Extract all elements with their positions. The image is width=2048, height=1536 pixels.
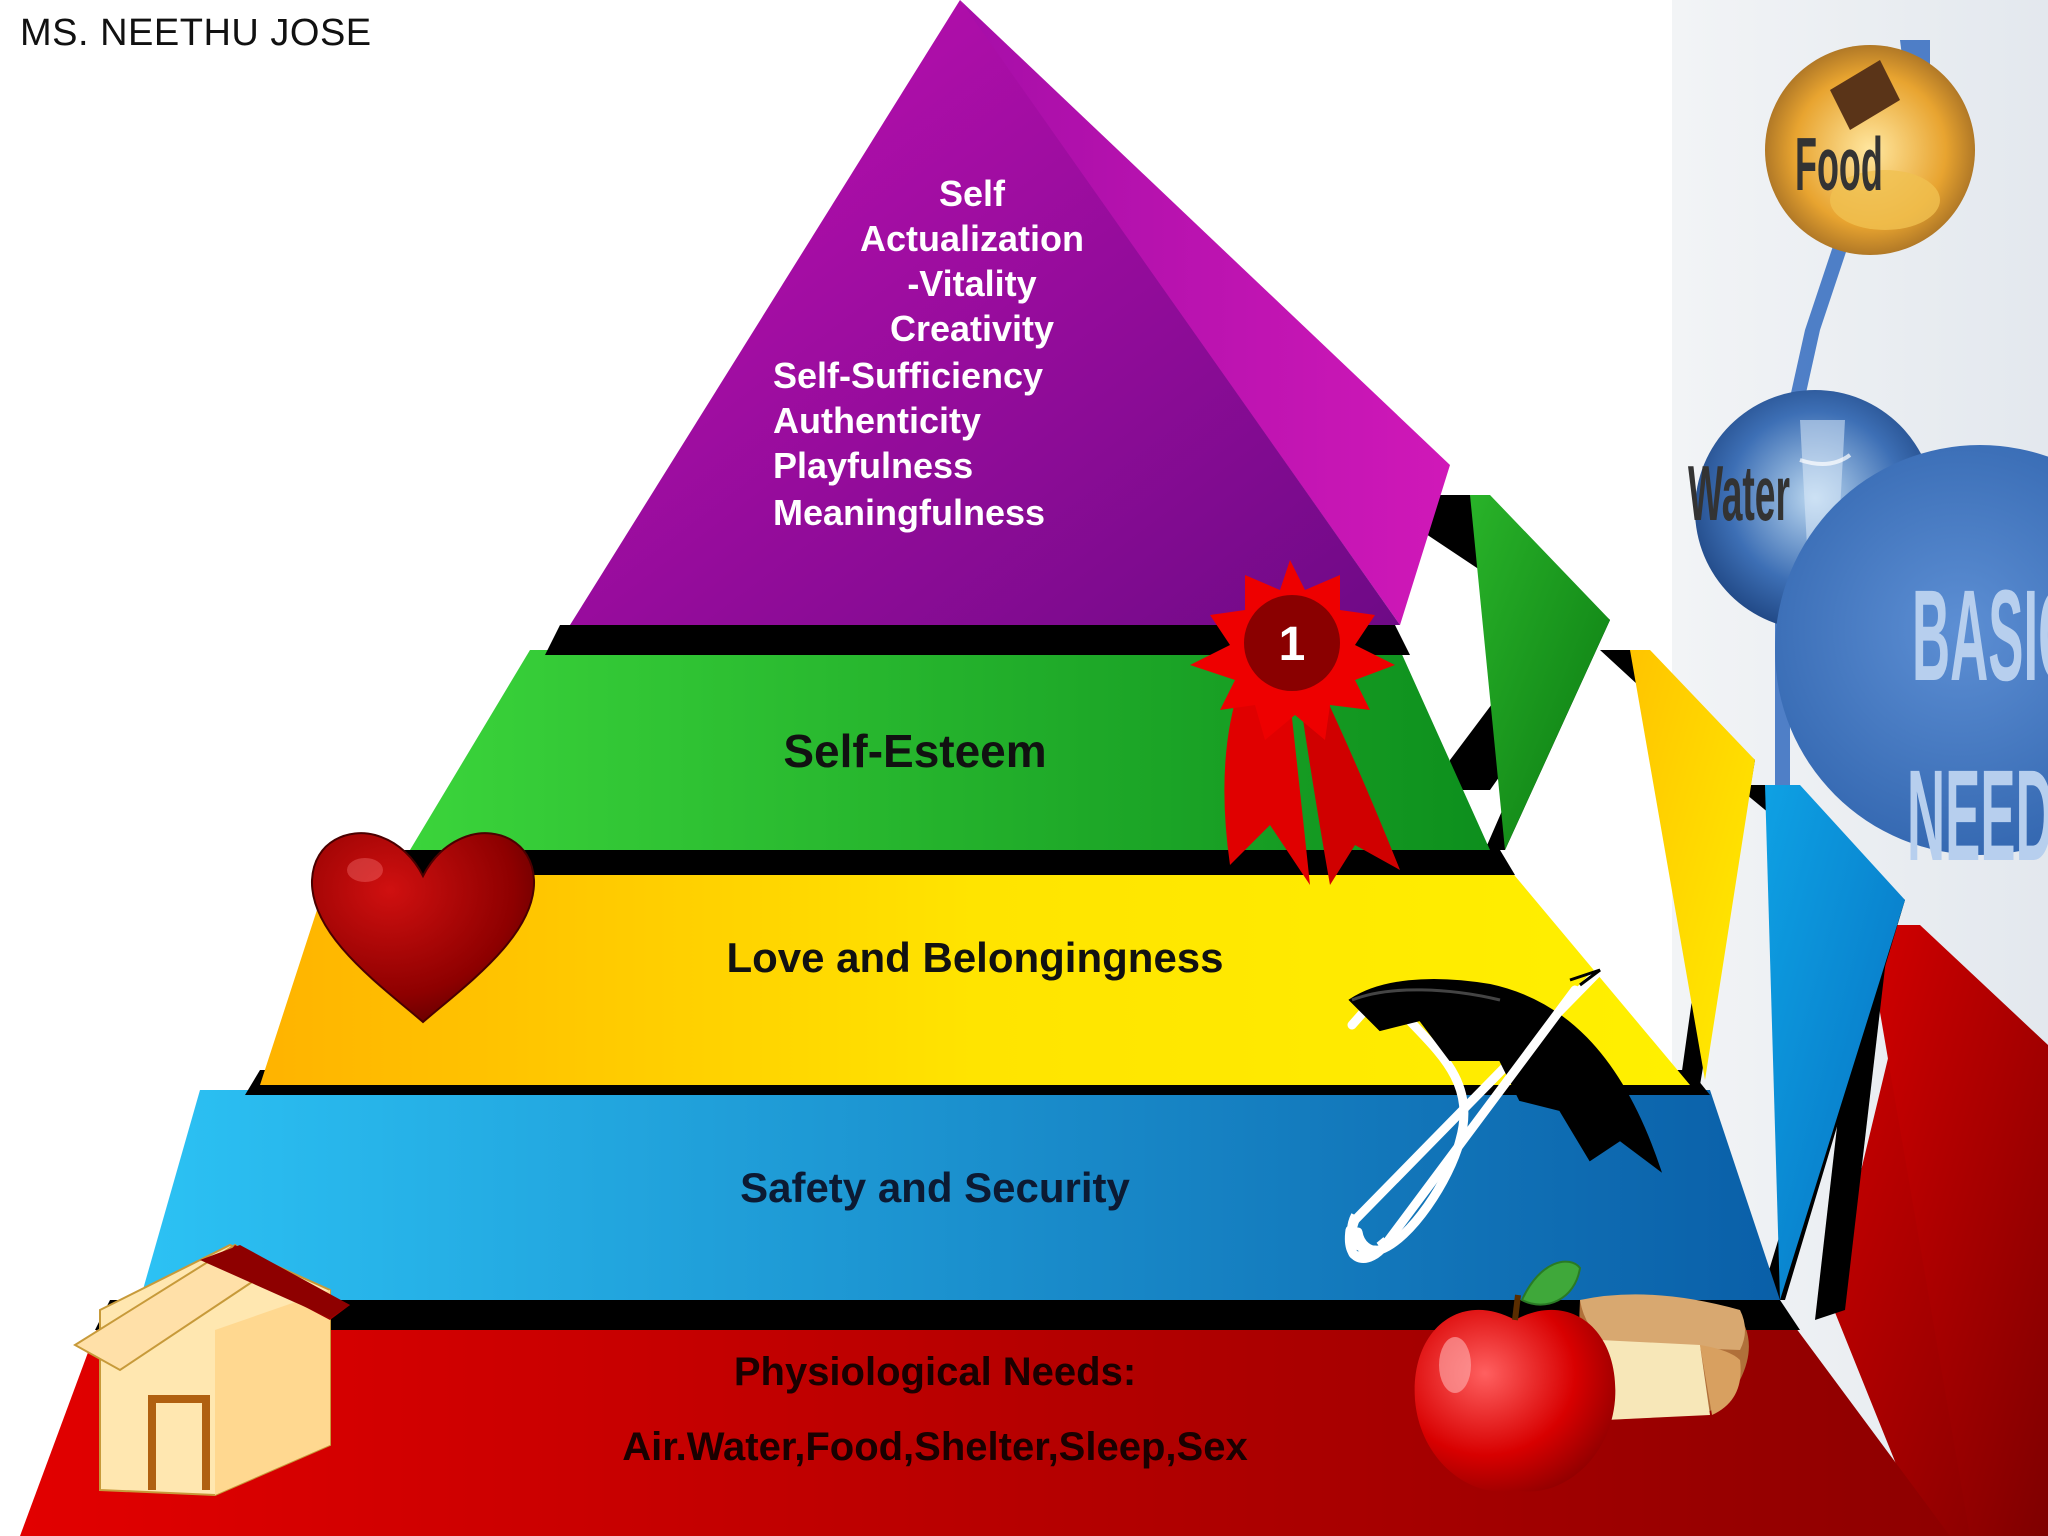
self-actualization-line-7: Playfulness <box>773 445 973 486</box>
basic-needs-line-2: NEEDS <box>1907 742 2048 887</box>
badge-number: 1 <box>1279 618 1306 671</box>
self-actualization-line-6: Authenticity <box>773 400 981 441</box>
self-actualization-line-8: Meaningfulness <box>773 492 1045 533</box>
basic-needs-panel: Food Water BASIC NEEDS <box>1672 0 2048 1536</box>
umbrella-handle <box>1344 985 1580 1263</box>
food-bowl-icon <box>1765 45 1975 255</box>
pyramid: Physiological Needs: Air.Water,Food,Shel… <box>20 0 2048 1536</box>
food-label: Food <box>1795 122 1883 206</box>
self-actualization-line-2: Actualization <box>860 218 1084 259</box>
author-name: MS. NEETHU JOSE <box>20 12 372 54</box>
physiological-items: Air.Water,Food,Shelter,Sleep,Sex <box>622 1425 1247 1469</box>
self-actualization-line-4: Creativity <box>890 308 1054 349</box>
heart-icon <box>310 832 536 1024</box>
basic-needs-circle: BASIC NEEDS <box>1775 445 2048 888</box>
pyramid-level-esteem: Self-Esteem <box>410 495 1610 850</box>
pyramid-level-love: Love and Belongingness <box>260 650 1755 1085</box>
safety-label: Safety and Security <box>740 1164 1130 1211</box>
physiological-title: Physiological Needs: <box>734 1350 1136 1394</box>
self-actualization-line-5: Self-Sufficiency <box>773 355 1043 396</box>
pyramid-level-self-actualization: Self Actualization -Vitality Creativity … <box>570 0 1450 625</box>
ribbon-badge-icon: 1 <box>1190 560 1400 885</box>
water-label: Water <box>1688 450 1790 537</box>
esteem-label: Self-Esteem <box>783 725 1046 777</box>
bread-icon <box>1579 1294 1749 1420</box>
basic-needs-line-1: BASIC <box>1912 562 2048 707</box>
self-actualization-line-1: Self <box>939 173 1006 214</box>
self-actualization-line-3: -Vitality <box>907 263 1036 304</box>
apple-icon <box>1414 1260 1616 1492</box>
house-icon <box>73 1243 350 1497</box>
love-label: Love and Belongingness <box>726 934 1223 981</box>
